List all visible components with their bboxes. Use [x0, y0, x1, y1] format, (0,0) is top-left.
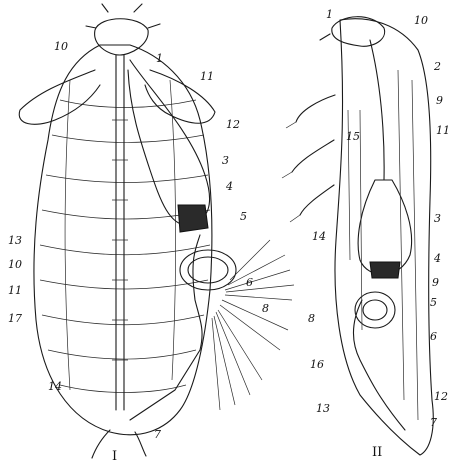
- label-left-5: 4: [225, 180, 233, 193]
- label-left-13: 14: [48, 380, 62, 393]
- label-right-10: 5: [430, 296, 437, 309]
- label-right-14: 13: [316, 402, 330, 415]
- label-right-12: 8: [308, 312, 315, 325]
- label-right-0: 1: [326, 8, 333, 21]
- roman-right: II: [372, 445, 382, 460]
- malpighian-tubules: [212, 240, 294, 410]
- label-right-4: 11: [436, 124, 450, 137]
- label-right-8: 4: [433, 252, 441, 265]
- label-right-1: 10: [414, 14, 428, 27]
- label-left-10: 10: [8, 258, 22, 271]
- label-left-12: 17: [8, 312, 22, 325]
- label-left-3: 12: [226, 118, 240, 131]
- lateral-crop: [358, 180, 411, 274]
- label-right-7: 14: [312, 230, 326, 243]
- label-right-15: 12: [434, 390, 448, 403]
- label-right-3: 9: [436, 94, 443, 107]
- lateral-view: [282, 17, 433, 455]
- label-right-13: 16: [310, 358, 324, 371]
- label-left-7: 6: [246, 276, 253, 289]
- label-right-6: 3: [434, 212, 441, 225]
- label-right-11: 6: [430, 330, 437, 343]
- label-right-2: 2: [433, 60, 441, 73]
- left-labels: 10 1 11 12 3 4 5 6 8 13 10 11 17 14 7 I: [8, 40, 269, 464]
- label-left-4: 3: [222, 154, 229, 167]
- label-left-11: 11: [8, 284, 22, 297]
- label-left-9: 13: [8, 234, 22, 247]
- label-left-0: 10: [54, 40, 68, 53]
- label-left-1: 1: [156, 52, 163, 65]
- label-left-14: 7: [154, 428, 161, 441]
- dorsal-crop: [128, 60, 210, 225]
- label-left-8: 8: [262, 302, 269, 315]
- lateral-head: [332, 17, 385, 47]
- label-right-16: 7: [430, 416, 437, 429]
- label-left-2: 11: [200, 70, 214, 83]
- label-left-6: 5: [240, 210, 247, 223]
- roman-left: I: [112, 449, 117, 464]
- label-right-5: 15: [346, 130, 360, 143]
- dorsal-head: [95, 19, 149, 55]
- label-right-9: 9: [432, 276, 439, 289]
